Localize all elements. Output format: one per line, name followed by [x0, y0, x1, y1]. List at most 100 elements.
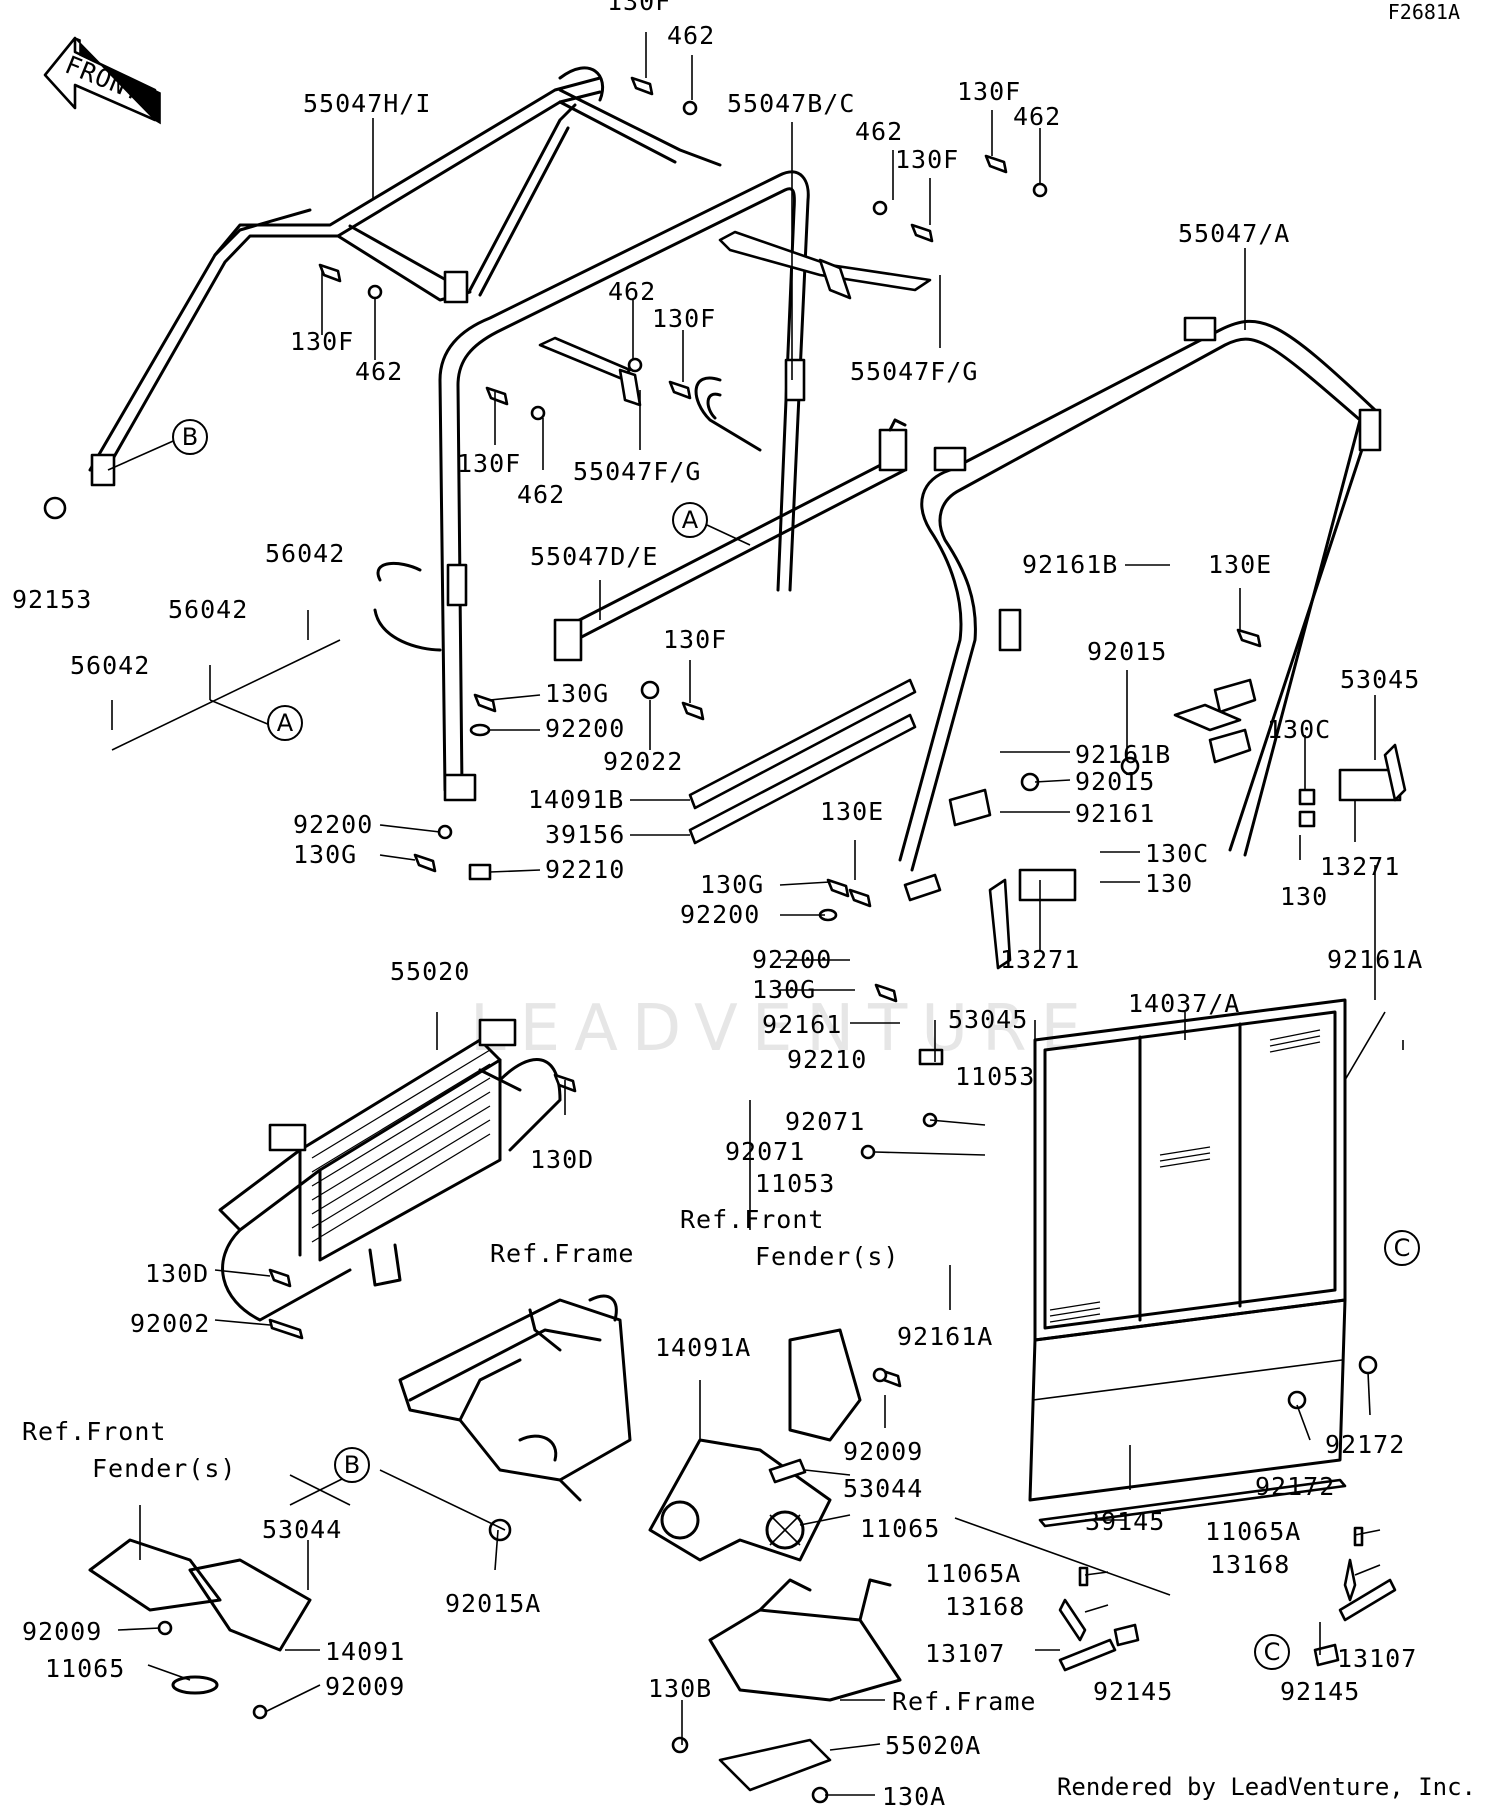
reference-frame [398, 1294, 632, 1502]
part-label: 92200 [752, 945, 832, 974]
part-label: 13107 [1337, 1644, 1417, 1673]
part-label: 39145 [1085, 1507, 1165, 1536]
part-label: 92161 [1075, 799, 1155, 828]
part-label: Ref.Front [680, 1205, 824, 1234]
part-label: 92161 [762, 1010, 842, 1039]
latch-assembly-left [903, 788, 1077, 970]
hardware-fasteners [43, 76, 1397, 1804]
part-label: 92200 [545, 714, 625, 743]
callout-c-lower: C [1254, 1634, 1290, 1670]
part-label: 130F [457, 449, 521, 478]
part-label: 55020A [885, 1731, 981, 1760]
callout-a-lower: A [267, 705, 303, 741]
part-label: 130F [290, 327, 354, 356]
part-label: 130G [545, 679, 609, 708]
part-label: 462 [608, 277, 656, 306]
part-label: 92161A [1327, 945, 1423, 974]
part-label: 92200 [293, 810, 373, 839]
front-arrow-icon: FRONT [43, 36, 161, 125]
rear-splash-panel [648, 1328, 862, 1562]
part-label: 92071 [785, 1107, 865, 1136]
rops-cross-brace [553, 418, 908, 662]
part-label: 92145 [1280, 1677, 1360, 1706]
part-label: 92145 [1093, 1677, 1173, 1706]
part-label: 130G [293, 840, 357, 869]
callout-c-upper: C [1384, 1230, 1420, 1266]
part-label: 462 [855, 117, 903, 146]
part-label: 130D [145, 1259, 209, 1288]
part-labels: 130F 462 55047H/I 55047B/C 462 130F 130F… [12, 0, 1423, 1809]
rops-main-hoop [373, 170, 810, 802]
part-label: 11053 [955, 1062, 1035, 1091]
part-label: 13168 [1210, 1550, 1290, 1579]
part-label: 14091 [325, 1637, 405, 1666]
part-label: 56042 [70, 651, 150, 680]
part-label: 53044 [262, 1515, 342, 1544]
part-label: 130E [1208, 550, 1272, 579]
part-label: 92172 [1325, 1430, 1405, 1459]
part-label: 130A [882, 1782, 946, 1809]
part-label: 130B [648, 1674, 712, 1703]
part-label: 13271 [1320, 852, 1400, 881]
part-label: 92022 [603, 747, 683, 776]
part-label: 55020 [390, 957, 470, 986]
rops-frame-left [88, 66, 722, 487]
part-label: 92009 [843, 1437, 923, 1466]
part-label: 55047D/E [530, 542, 658, 571]
part-label: 462 [667, 21, 715, 50]
step-bracket [708, 1578, 902, 1792]
part-label: 11065A [925, 1559, 1021, 1588]
part-label: 56042 [168, 595, 248, 624]
part-label: 55047B/C [727, 89, 855, 118]
part-label: 130G [752, 975, 816, 1004]
part-label: 92015A [445, 1589, 541, 1618]
callout-b-upper: B [172, 419, 208, 455]
part-label: 13271 [1000, 945, 1080, 974]
part-label: 14091B [528, 785, 624, 814]
part-label: 92009 [22, 1617, 102, 1646]
part-label: 92161B [1075, 740, 1171, 769]
part-label: 55047/A [1178, 219, 1290, 248]
part-label: 130F [895, 145, 959, 174]
callout-a-upper: A [672, 502, 708, 538]
part-label: Ref.Front [22, 1417, 166, 1446]
part-label: 13168 [945, 1592, 1025, 1621]
part-label: 92161A [897, 1322, 993, 1351]
rops-bracket-upper [538, 230, 932, 407]
part-label: 462 [517, 480, 565, 509]
part-label: 462 [355, 357, 403, 386]
part-label: 92210 [545, 855, 625, 884]
render-credit: Rendered by LeadVenture, Inc. [1056, 1773, 1476, 1801]
part-label: 92009 [325, 1672, 405, 1701]
part-label: 14091A [655, 1333, 751, 1362]
part-label: 462 [1013, 102, 1061, 131]
front-grab-bar [218, 1018, 562, 1322]
part-label: 55047F/G [573, 457, 701, 486]
part-label: 92172 [1255, 1472, 1335, 1501]
part-label: Ref.Frame [892, 1687, 1036, 1716]
svg-text:C: C [1394, 1234, 1411, 1262]
svg-text:A: A [277, 709, 294, 737]
part-label: 130F [652, 304, 716, 333]
part-label: 92015 [1087, 637, 1167, 666]
part-label: 92153 [12, 585, 92, 614]
watermark: LEADVENTURE [470, 992, 1095, 1066]
leader-lines [107, 32, 1404, 1796]
part-label: 39156 [545, 820, 625, 849]
part-label: 11065 [860, 1514, 940, 1543]
svg-text:A: A [682, 506, 699, 534]
part-label: 130C [1267, 715, 1331, 744]
svg-text:B: B [182, 423, 198, 451]
part-label: 92015 [1075, 767, 1155, 796]
part-label: 92071 [725, 1137, 805, 1166]
part-label: Fender(s) [92, 1454, 236, 1483]
part-label: Fender(s) [755, 1242, 899, 1271]
part-label: 11053 [755, 1169, 835, 1198]
part-label: 53045 [948, 1005, 1028, 1034]
front-fender-ref [88, 1538, 312, 1695]
part-label: 53044 [843, 1474, 923, 1503]
latch-assembly-right [1173, 678, 1407, 802]
svg-text:B: B [344, 1451, 360, 1479]
callout-b-lower: B [334, 1447, 370, 1483]
part-label: 130 [1280, 882, 1328, 911]
